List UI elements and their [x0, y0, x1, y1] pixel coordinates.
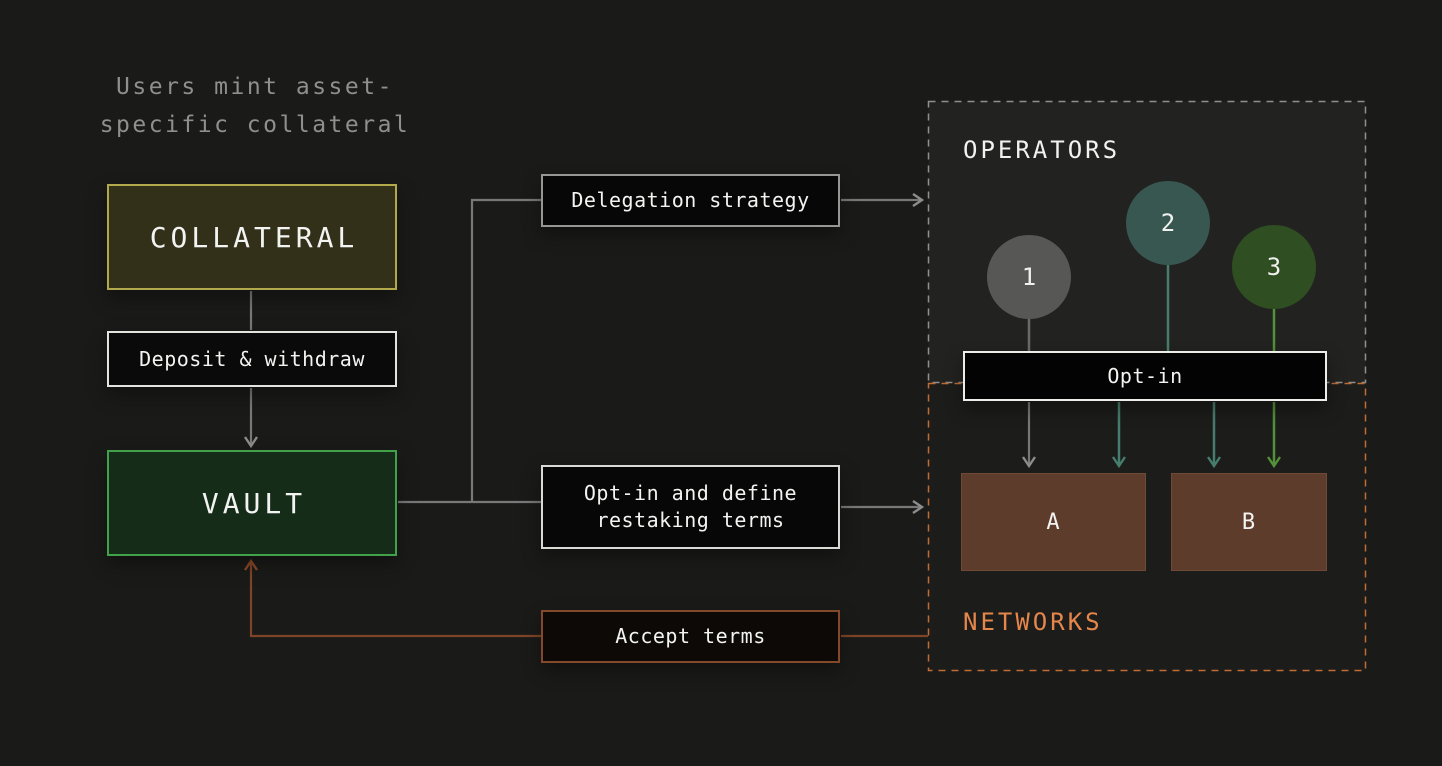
flow-arrows [244, 193, 1281, 638]
accept-terms-label: Accept terms [615, 624, 766, 648]
collateral-label: COLLATERAL [149, 220, 359, 254]
optin-define-line-1: Opt-in and define [583, 481, 798, 505]
vault-label: VAULT [201, 486, 307, 520]
optin-bar: Opt-in [963, 351, 1327, 401]
caption-line-1: Users mint asset- [116, 74, 394, 100]
deposit-withdraw-label: Deposit & withdraw [139, 346, 365, 371]
networks-title: NETWORKS [963, 608, 1103, 636]
network-box-b: B [1171, 473, 1327, 571]
operator-circle-3: 3 [1232, 225, 1316, 309]
optin-bar-label: Opt-in [1107, 363, 1183, 388]
operator-circle-2: 2 [1126, 181, 1210, 265]
operator-2-label: 2 [1160, 209, 1176, 237]
network-b-label: B [1241, 509, 1257, 535]
network-a-label: A [1046, 509, 1061, 535]
deposit-withdraw-node: Deposit & withdraw [107, 331, 397, 387]
operator-1-label: 1 [1021, 263, 1037, 291]
vault-node: VAULT [107, 450, 397, 556]
networks-panel [927, 382, 1367, 672]
network-box-a: A [961, 473, 1146, 571]
delegation-strategy-label: Delegation strategy [571, 188, 810, 212]
collateral-node: COLLATERAL [107, 184, 397, 290]
operator-3-label: 3 [1266, 253, 1282, 281]
optin-define-node: Opt-in and define restaking terms [541, 465, 840, 549]
caption: Users mint asset- specific collateral [96, 68, 414, 144]
optin-define-line-2: restaking terms [596, 508, 785, 532]
operator-circle-1: 1 [987, 235, 1071, 319]
operators-title: OPERATORS [963, 136, 1121, 164]
accept-terms-node: Accept terms [541, 610, 840, 663]
caption-line-2: specific collateral [99, 112, 411, 138]
delegation-strategy-node: Delegation strategy [541, 174, 840, 227]
